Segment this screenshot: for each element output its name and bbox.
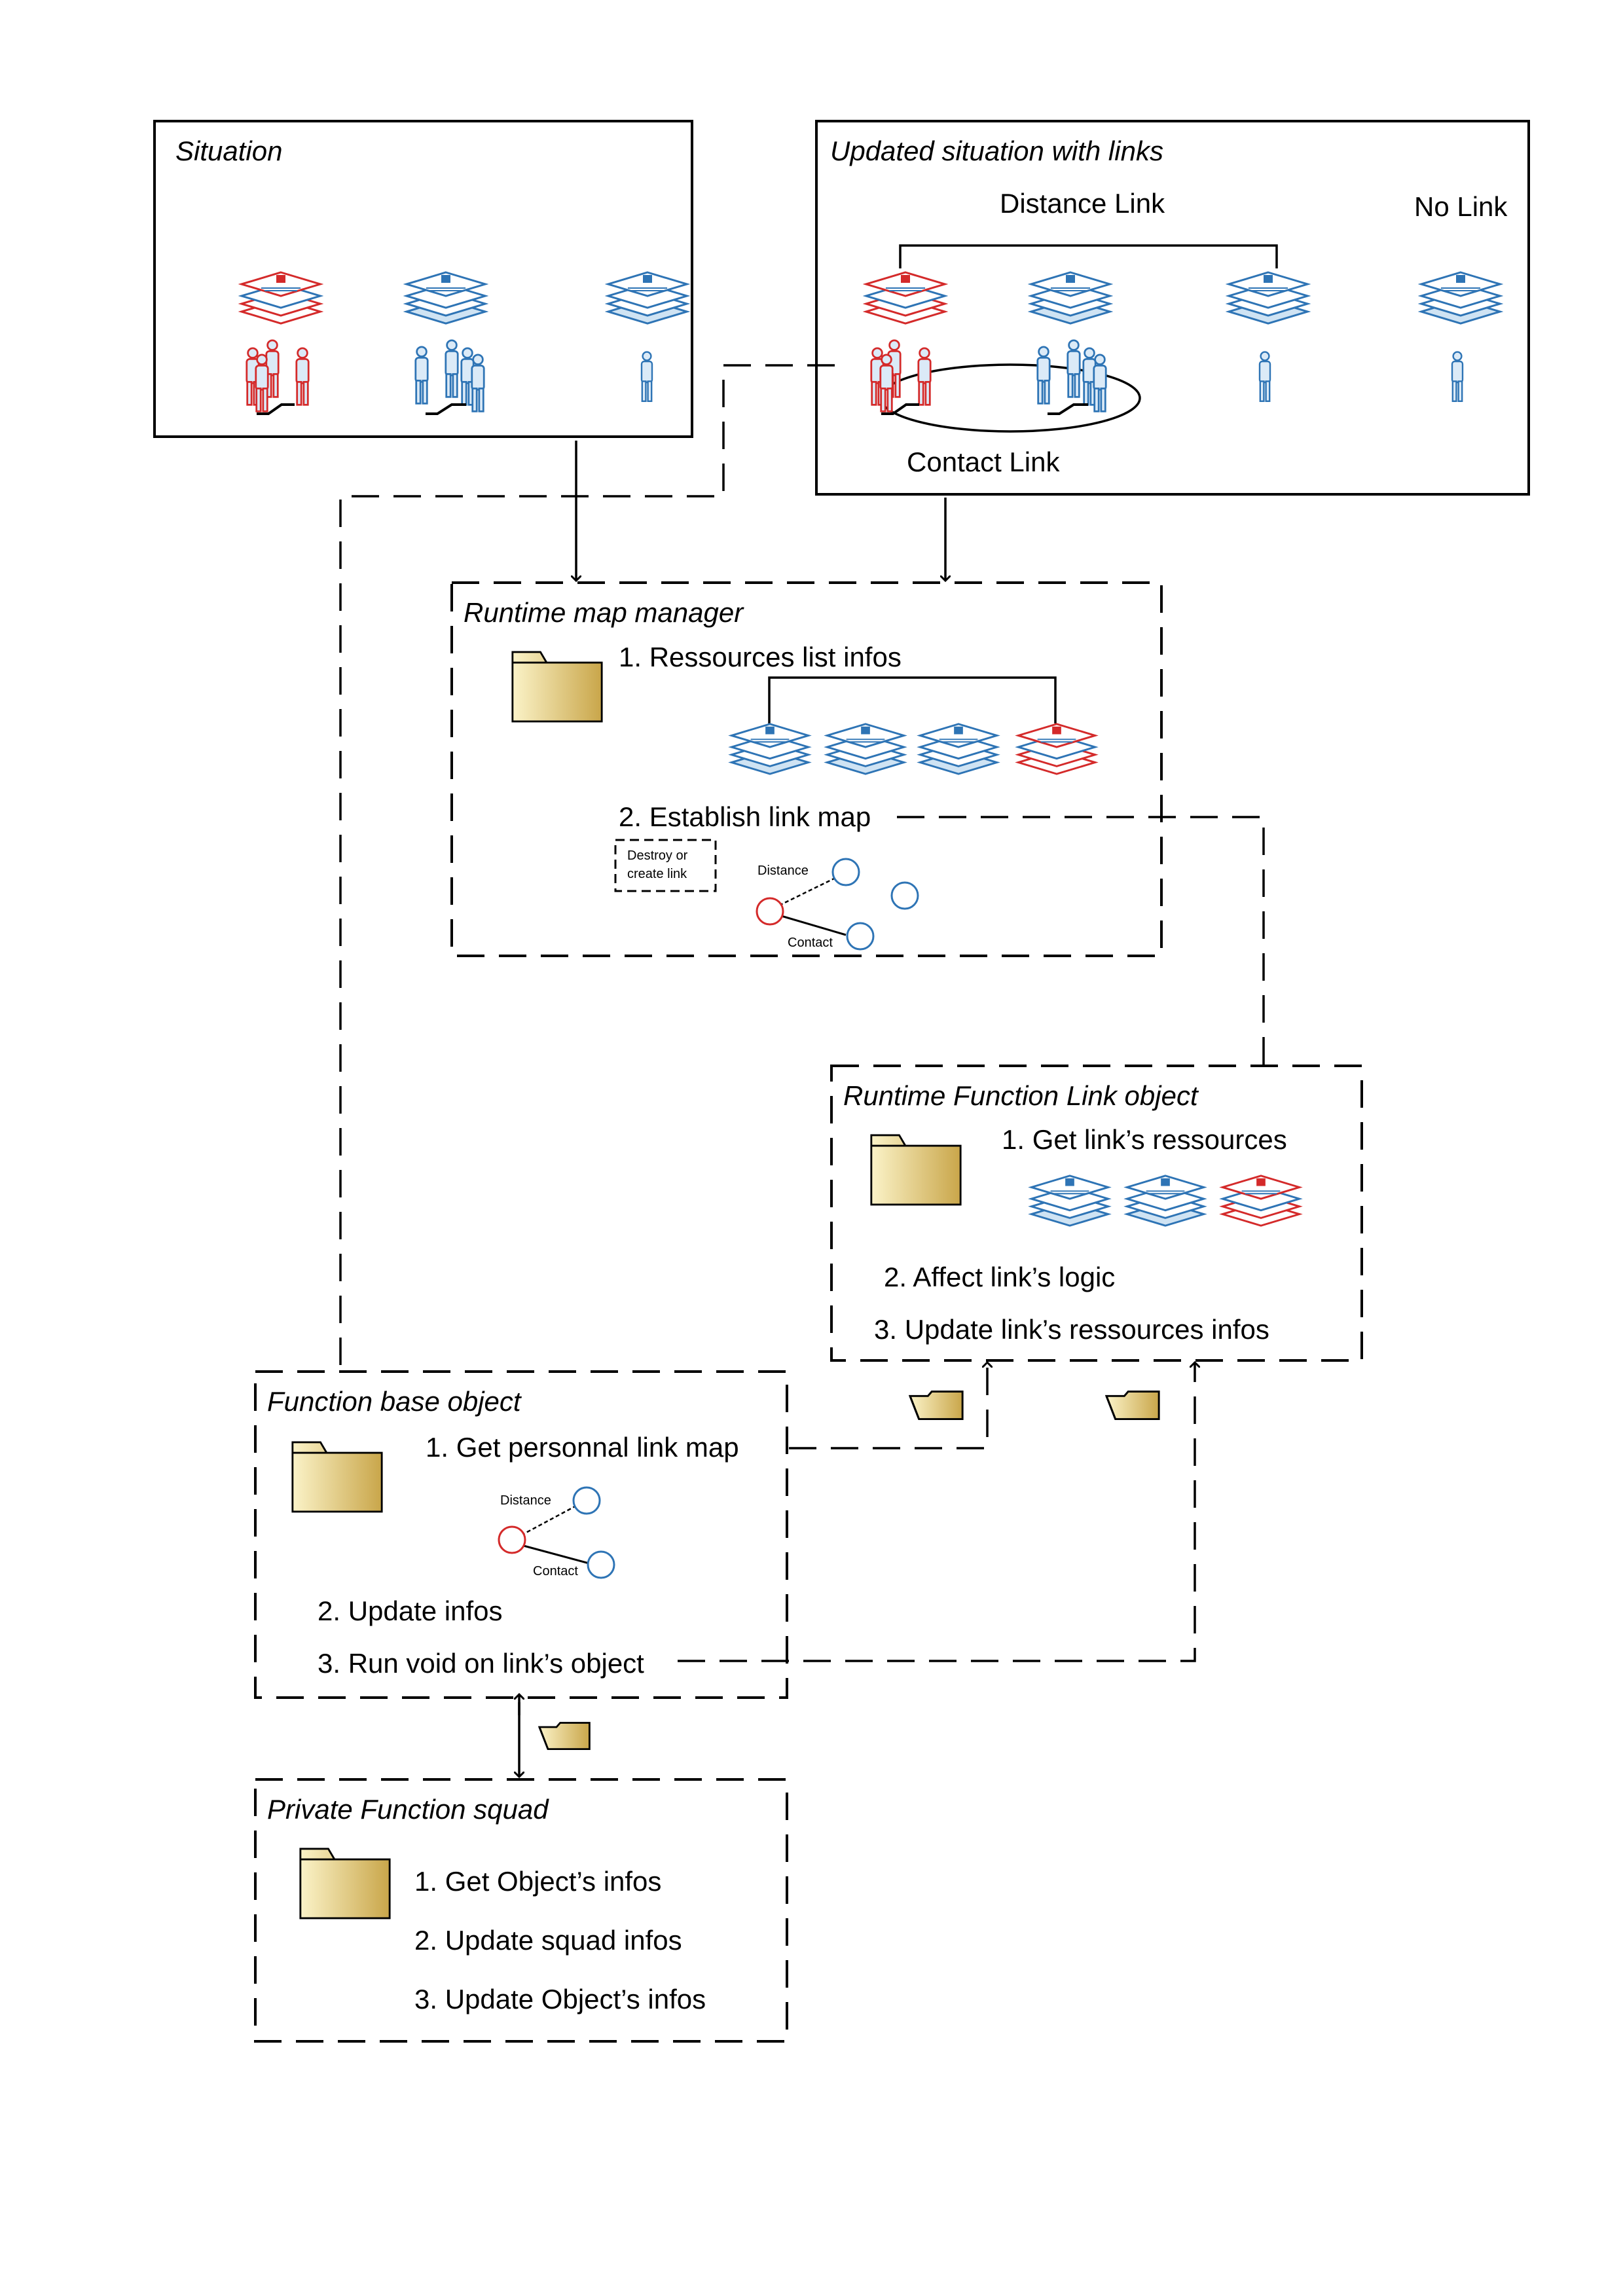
ressources-list-step: 1. Ressources list infos (619, 642, 902, 672)
blue-resource-icon (1030, 1175, 1110, 1227)
folder-icon (511, 651, 603, 723)
destroy-label-line2: create link (627, 867, 687, 881)
blue-resource-icon (1228, 271, 1309, 325)
contact-label: Contact (788, 936, 833, 950)
linkmap-to-runtime-link-line (897, 816, 1265, 1066)
connectors (339, 364, 1265, 1777)
run-void-to-runtime-link-arrow (678, 1362, 1195, 1662)
updated-title: Updated situation with links (830, 136, 1163, 166)
function-base-to-runtime-link-arrow (789, 1362, 987, 1449)
contact-edge (778, 914, 847, 936)
red-resource-icon (1221, 1175, 1301, 1227)
destroy-label-line1: Destroy or (627, 848, 688, 863)
update-object-infos-step: 3. Update Object’s infos (414, 1984, 706, 2014)
get-link-resources-step: 1. Get link’s ressources (1002, 1124, 1287, 1155)
distance-label: Distance (500, 1493, 551, 1508)
update-infos-step: 2. Update infos (318, 1595, 503, 1626)
blue-resource-icon (1030, 271, 1111, 325)
destroy-create-box (614, 839, 717, 892)
personal-link-graph: Distance Contact (498, 1486, 615, 1579)
folder-open-icon (538, 1722, 591, 1751)
blue-node (890, 881, 919, 910)
contact-label: Contact (533, 1564, 578, 1578)
blue-resource-icon (919, 723, 998, 775)
affect-logic-step: 2. Affect link’s logic (884, 1262, 1115, 1292)
folder-open-icon (1105, 1390, 1160, 1421)
blue-resource-icon (826, 723, 905, 775)
runtime-link-title: Runtime Function Link object (843, 1080, 1199, 1111)
blue-resource-icon (1420, 271, 1501, 325)
contact-link-label: Contact Link (907, 446, 1060, 477)
runtime-function-link-box: Runtime Function Link object 1. Get link… (830, 1065, 1363, 1362)
situation-box: Situation (153, 120, 693, 438)
blue-resource-icon (730, 723, 810, 775)
runtime-map-title: Runtime map manager (464, 597, 744, 628)
red-squad-icon (870, 339, 932, 415)
resources-bracket (768, 676, 1057, 723)
red-resource-icon (1017, 723, 1097, 775)
private-function-squad-box: Private Function squad 1. Get Object’s i… (254, 1778, 788, 2043)
distance-link-bracket (899, 244, 1278, 268)
distance-link-label: Distance Link (1000, 188, 1165, 219)
folder-open-icon (909, 1390, 964, 1421)
single-person-icon (640, 351, 653, 403)
update-squad-infos-step: 2. Update squad infos (414, 1925, 682, 1956)
folder-icon (870, 1134, 962, 1206)
single-person-icon (1451, 351, 1464, 403)
function-base-title: Function base object (267, 1386, 522, 1417)
blue-squad-icon (414, 339, 485, 415)
contact-edge (520, 1544, 590, 1565)
blue-resource-icon (607, 271, 688, 325)
blue-node (846, 922, 875, 951)
folder-icon (291, 1441, 383, 1513)
function-base-object-box: Function base object 1. Get personnal li… (254, 1370, 788, 1699)
situation-title: Situation (175, 136, 282, 166)
red-squad-icon (246, 339, 310, 415)
blue-resource-icon (1125, 1175, 1205, 1227)
run-void-step: 3. Run void on link’s object (318, 1648, 644, 1679)
runtime-map-manager-box: Runtime map manager 1. Ressources list i… (450, 581, 1163, 957)
blue-node (572, 1486, 601, 1515)
no-link-label: No Link (1414, 191, 1508, 222)
red-resource-icon (865, 271, 946, 325)
get-link-map-step: 1. Get personnal link map (426, 1432, 739, 1463)
folder-icon (299, 1848, 391, 1920)
single-person-icon (1258, 351, 1271, 403)
updated-situation-box: Updated situation with links Distance Li… (815, 120, 1530, 496)
squad-title: Private Function squad (267, 1794, 549, 1825)
red-node (756, 897, 784, 926)
link-graph: Distance Contact (756, 858, 919, 951)
blue-squad-icon (1036, 339, 1107, 415)
get-object-infos-step: 1. Get Object’s infos (414, 1866, 661, 1897)
blue-node (831, 858, 860, 886)
distance-label: Distance (757, 864, 809, 878)
establish-link-step: 2. Establish link map (619, 801, 871, 832)
red-resource-icon (240, 271, 321, 325)
distance-edge (521, 1504, 577, 1535)
blue-resource-icon (405, 271, 486, 325)
red-node (498, 1525, 526, 1554)
distance-edge (779, 876, 837, 905)
blue-node (587, 1550, 615, 1579)
update-link-resources-step: 3. Update link’s ressources infos (874, 1314, 1269, 1345)
